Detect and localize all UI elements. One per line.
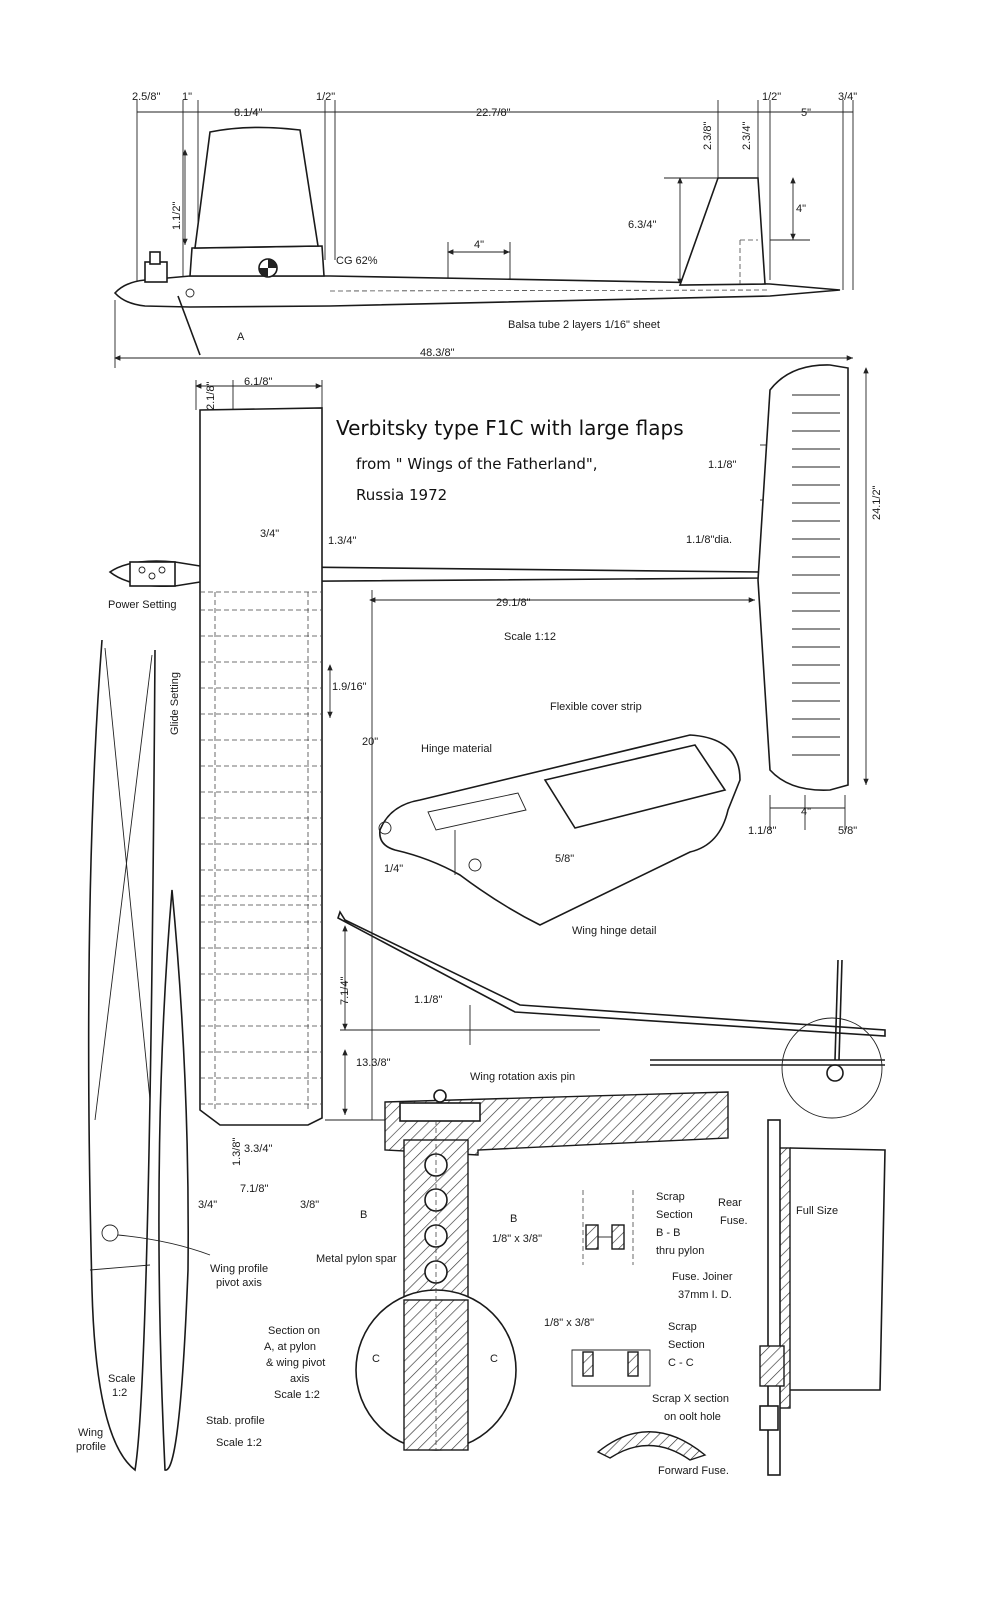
dim-3-4-pylon: 3/4"	[198, 1199, 217, 1211]
dim-1-3-8: 1.3/8"	[231, 1138, 243, 1166]
dim-2-1-8: 2.1/8"	[205, 382, 217, 410]
scrap-bb-l2: Section	[656, 1209, 693, 1221]
dim-5-8-stab: 5/8"	[838, 825, 857, 837]
section-c-right: C	[490, 1353, 498, 1365]
dim-3-8-pylon: 3/8"	[300, 1199, 319, 1211]
wing-profile-l2: profile	[76, 1441, 106, 1453]
metal-pylon: Metal pylon spar	[316, 1253, 397, 1265]
wing-hinge-detail: Flexible cover strip Hinge material 1/4"…	[378, 701, 741, 937]
dim-13-3-8: 13.3/8"	[356, 1057, 391, 1069]
dim-5-8-hinge: 5/8"	[555, 853, 574, 865]
dim-1-1-8-flap: 1.1/8"	[414, 994, 442, 1006]
scrap-bb-l4: thru pylon	[656, 1245, 704, 1257]
scrap-cc-l3: C - C	[668, 1357, 694, 1369]
dim-1-2a: 1/2"	[316, 91, 335, 103]
dim-2-3-8: 2.3/8"	[702, 122, 714, 150]
section-c-left: C	[372, 1353, 380, 1365]
scale12-l1: Scale	[108, 1373, 136, 1385]
glide-setting: Glide Setting	[169, 672, 181, 735]
stab-profile-l1: Stab. profile	[206, 1415, 265, 1427]
section-a-l3: & wing pivot	[266, 1357, 325, 1369]
dim-1: 1"	[182, 91, 192, 103]
dim-29-1-8: 29.1/8"	[496, 597, 531, 609]
title-line2: from " Wings of the Fatherland",	[356, 455, 598, 473]
dim-7-1-4: 7.1/4"	[339, 977, 351, 1005]
title-line1: Verbitsky type F1C with large flaps	[336, 416, 684, 440]
x-section-l2: on oolt hole	[664, 1411, 721, 1423]
joiner-l1: Fuse. Joiner	[672, 1271, 733, 1283]
balsa-tube-note: Balsa tube 2 layers 1/16" sheet	[508, 319, 660, 331]
title-line3: Russia 1972	[356, 486, 447, 504]
dim-24-1-2: 24.1/2"	[871, 485, 883, 520]
section-a-l4: axis	[290, 1373, 310, 1385]
power-setting-l1: Power Setting	[108, 599, 176, 611]
scrap-bb-l1: Scrap	[656, 1191, 685, 1203]
scrap-cc-text: Scrap Section C - C	[668, 1321, 705, 1369]
scrap-sections: Scrap Section B - B thru pylon Rear Fuse…	[544, 1119, 886, 1477]
dim-20: 20"	[362, 736, 378, 748]
hinge-caption: Wing hinge detail	[572, 925, 656, 937]
dim-48-3-8: 48.3/8"	[420, 347, 455, 359]
dim-3-4-plan: 3/4"	[260, 528, 279, 540]
joiner-l2: 37mm I. D.	[678, 1289, 732, 1301]
dim-3-4: 3/4"	[838, 91, 857, 103]
rotation-pin: Wing rotation axis pin	[470, 1071, 575, 1083]
dim-22-7-8: 22.7/8"	[476, 107, 511, 119]
scrap-bb-text: Scrap Section B - B thru pylon	[656, 1191, 704, 1257]
dim-1-3-4: 1.3/4"	[328, 535, 356, 547]
hinge-material: Hinge material	[421, 743, 492, 755]
dim-1-1-2: 1.1/2"	[171, 202, 183, 230]
x-section-l1: Scrap X section	[652, 1393, 729, 1405]
dim-2-3-4: 2.3/4"	[741, 122, 753, 150]
dim-5: 5"	[801, 107, 811, 119]
profiles: Power Setting Glide Setting Wing profile…	[76, 599, 268, 1472]
cg-label: CG 62%	[336, 255, 378, 267]
dim-1-2b: 1/2"	[762, 91, 781, 103]
dim-4b: 4"	[474, 239, 484, 251]
scale12-l2: 1:2	[112, 1387, 127, 1399]
section-a-l5: Scale 1:2	[274, 1389, 320, 1401]
full-size: Full Size	[796, 1205, 838, 1217]
point-a-label: A	[237, 331, 245, 343]
section-a-l1: Section on	[268, 1325, 320, 1337]
forward-fuse: Forward Fuse.	[658, 1465, 729, 1477]
dim-1-4: 1/4"	[384, 863, 403, 875]
dim-6-1-8: 6.1/8"	[244, 376, 272, 388]
rear-fuse-l1: Rear	[718, 1197, 742, 1209]
section-a-l2: A, at pylon	[264, 1341, 316, 1353]
dim-1-8x3-8-a: 1/8" x 3/8"	[492, 1233, 542, 1245]
title-block: Verbitsky type F1C with large flaps from…	[336, 416, 684, 504]
side-view: 2.5/8" 1" 8.1/4" 1/2" 22.7/8" 2.3/8" 2.3…	[113, 91, 857, 368]
flap-tail-detail: 7.1/4" 1.1/8"	[337, 910, 886, 1119]
dim-4a: 4"	[796, 203, 806, 215]
dim-1-8x3-8-b: 1/8" x 3/8"	[544, 1317, 594, 1329]
dim-1-1-8-dia: 1.1/8"dia.	[686, 534, 732, 546]
dim-7-1-8: 7.1/8"	[240, 1183, 268, 1195]
dim-3-3-4: 3.3/4"	[244, 1143, 272, 1155]
flexible-strip: Flexible cover strip	[550, 701, 642, 713]
dim-1-1-8a: 1.1/8"	[708, 459, 736, 471]
dim-6-3-4: 6.3/4"	[628, 219, 656, 231]
dim-1-9-16: 1.9/16"	[332, 681, 367, 693]
wing-profile-l1: Wing	[78, 1427, 103, 1439]
dim-8-1-4: 8.1/4"	[234, 107, 262, 119]
scrap-bb-l3: B - B	[656, 1227, 680, 1239]
plan-view: 2.1/8" 6.1/8" 3/4" 1.3/4" 1.1/8"dia. 1.1…	[108, 364, 883, 1126]
rear-fuse-l2: Fuse.	[720, 1215, 748, 1227]
section-b-left: B	[360, 1209, 367, 1221]
section-a-note: Section on A, at pylon & wing pivot axis…	[264, 1325, 325, 1401]
pylon-section: Wing rotation axis pin 13.3/8" 1.3/8" 3.…	[198, 1049, 729, 1451]
section-b-right: B	[510, 1213, 517, 1225]
dim-1-1-8b: 1.1/8"	[748, 825, 776, 837]
wing-pivot-l1: Wing profile	[210, 1263, 268, 1275]
scale-1-12: Scale 1:12	[504, 631, 556, 643]
scrap-cc-l2: Section	[668, 1339, 705, 1351]
scrap-cc-l1: Scrap	[668, 1321, 697, 1333]
dim-4-stab: 4"	[801, 806, 811, 818]
stab-profile-l2: Scale 1:2	[216, 1437, 262, 1449]
wing-pivot-l2: pivot axis	[216, 1277, 262, 1289]
dim-2-5-8: 2.5/8"	[132, 91, 160, 103]
